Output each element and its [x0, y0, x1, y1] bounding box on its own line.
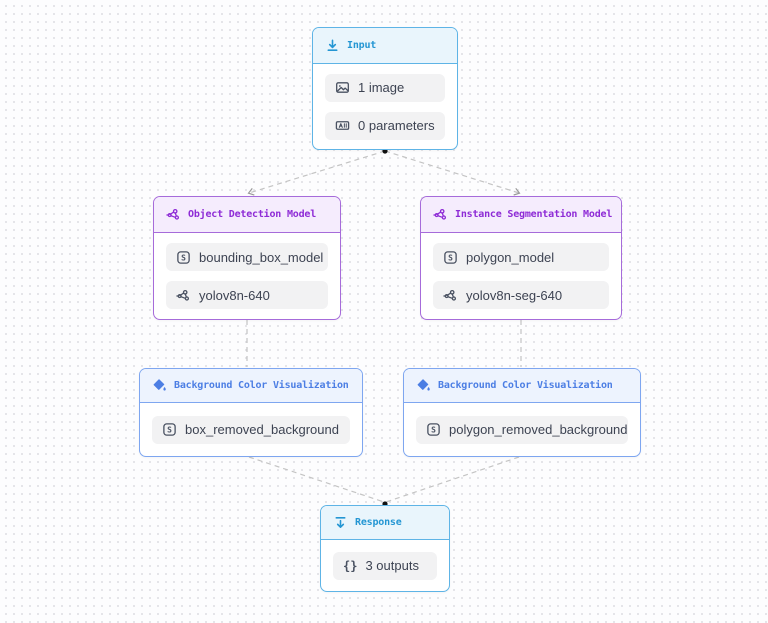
node-response-body: {} 3 outputs [321, 540, 449, 591]
svg-text:S: S [181, 253, 186, 262]
pill-label: bounding_box_model [199, 249, 324, 265]
node-background-color-visualization-right[interactable]: Background Color Visualization S polygon… [403, 368, 641, 457]
pill-output-name: S polygon_removed_background [416, 415, 628, 444]
edge-vizleft-to-response [248, 456, 385, 503]
pill-label: yolov8n-640 [199, 287, 270, 303]
node-viz-left-header: Background Color Visualization [140, 369, 362, 403]
pill-model-name: S polygon_model [433, 243, 609, 271]
string-icon: S [426, 422, 441, 437]
string-icon: S [176, 250, 191, 265]
node-input-body: 1 image 0 parameters [313, 64, 457, 149]
model-graph-icon [433, 207, 448, 222]
model-graph-icon [443, 288, 458, 303]
node-title: Background Color Visualization [174, 380, 349, 391]
paint-bucket-icon [152, 378, 167, 393]
svg-text:S: S [167, 426, 172, 435]
pill-label: polygon_model [466, 249, 555, 265]
pill-model-version: yolov8n-640 [166, 281, 328, 309]
model-graph-icon [166, 207, 181, 222]
braces-icon: {} [343, 558, 358, 573]
node-background-color-visualization-left[interactable]: Background Color Visualization S box_rem… [139, 368, 363, 457]
model-graph-icon [176, 288, 191, 303]
edge-input-to-detection [247, 150, 386, 196]
node-title: Object Detection Model [188, 209, 317, 220]
node-instance-segmentation-header: Instance Segmentation Model [421, 197, 621, 233]
node-instance-segmentation-model[interactable]: Instance Segmentation Model S polygon_mo… [420, 196, 622, 320]
node-title: Input [347, 40, 377, 51]
node-title: Response [355, 517, 402, 528]
string-icon: S [443, 250, 458, 265]
pill-output-count: {} 3 outputs [333, 551, 437, 580]
node-title: Background Color Visualization [438, 380, 613, 391]
node-object-detection-body: S bounding_box_model yolov8n-640 [154, 233, 340, 319]
node-viz-left-body: S box_removed_background [140, 403, 362, 456]
pill-output-name: S box_removed_background [152, 415, 350, 444]
pill-label: yolov8n-seg-640 [466, 287, 563, 303]
pill-label: box_removed_background [185, 422, 339, 437]
pill-image-count: 1 image [325, 73, 445, 102]
string-icon: S [162, 422, 177, 437]
node-object-detection-model[interactable]: Object Detection Model S bounding_box_mo… [153, 196, 341, 320]
node-response[interactable]: Response {} 3 outputs [320, 505, 450, 592]
node-response-header: Response [321, 506, 449, 540]
svg-text:S: S [448, 253, 453, 262]
node-instance-segmentation-body: S polygon_model yolov8n-seg-640 [421, 233, 621, 319]
image-icon [335, 80, 350, 95]
node-viz-right-body: S polygon_removed_background [404, 403, 640, 456]
pill-label: 0 parameters [358, 118, 435, 133]
node-viz-right-header: Background Color Visualization [404, 369, 640, 403]
pill-label: 3 outputs [365, 558, 419, 573]
edge-input-to-segmentation [384, 150, 521, 196]
pill-model-version: yolov8n-seg-640 [433, 281, 609, 309]
pill-model-name: S bounding_box_model [166, 243, 328, 271]
paint-bucket-icon [416, 378, 431, 393]
parameters-icon [335, 118, 350, 133]
edge-vizright-to-response [385, 456, 520, 503]
pill-label: polygon_removed_background [449, 422, 628, 437]
node-title: Instance Segmentation Model [455, 209, 613, 220]
node-input[interactable]: Input 1 image [312, 27, 458, 150]
node-input-header: Input [313, 28, 457, 64]
svg-text:S: S [431, 426, 436, 435]
node-object-detection-header: Object Detection Model [154, 197, 340, 233]
pill-label: 1 image [358, 80, 405, 95]
import-down-icon [333, 515, 348, 530]
pill-parameter-count: 0 parameters [325, 111, 445, 140]
download-icon [325, 38, 340, 53]
